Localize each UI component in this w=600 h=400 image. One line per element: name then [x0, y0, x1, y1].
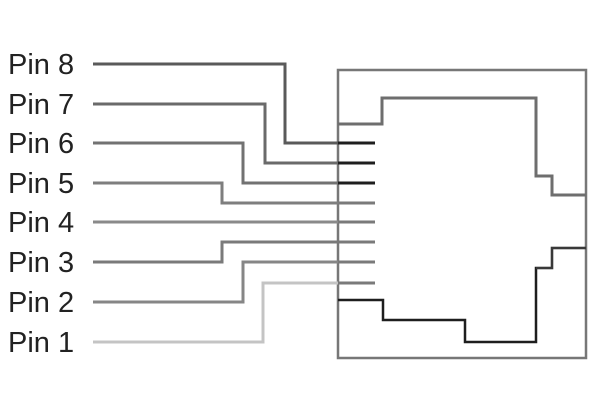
pin-6-wire [93, 141, 338, 185]
pin-2-label: Pin 2 [8, 287, 74, 319]
pin-6-label: Pin 6 [8, 128, 74, 160]
pin-5-wire [93, 181, 338, 205]
pin-wires [93, 62, 338, 344]
pin-5-label: Pin 5 [8, 168, 74, 200]
pin-7-wire [93, 102, 338, 165]
pin-4-label: Pin 4 [8, 207, 74, 239]
pin-8-wire [93, 62, 338, 145]
pin-1-wire [93, 281, 338, 344]
socket-cavity-lower-outline [338, 246, 586, 344]
pin-7-label: Pin 7 [8, 89, 74, 121]
pin-2-wire [93, 260, 338, 304]
socket-frame [336, 68, 588, 360]
pin-3-wire [93, 240, 338, 264]
pin-labels: Pin 8 Pin 7 Pin 6 Pin 5 Pin 4 Pin 3 Pin 2 Pin 1 [8, 49, 74, 359]
pin-3-label: Pin 3 [8, 247, 74, 279]
pin-1-label: Pin 1 [8, 327, 74, 359]
socket-cavity-lower-gray [536, 246, 586, 270]
socket-cavity-outline [338, 96, 586, 197]
pin-8-label: Pin 8 [8, 49, 74, 81]
pin-contacts [338, 141, 375, 285]
